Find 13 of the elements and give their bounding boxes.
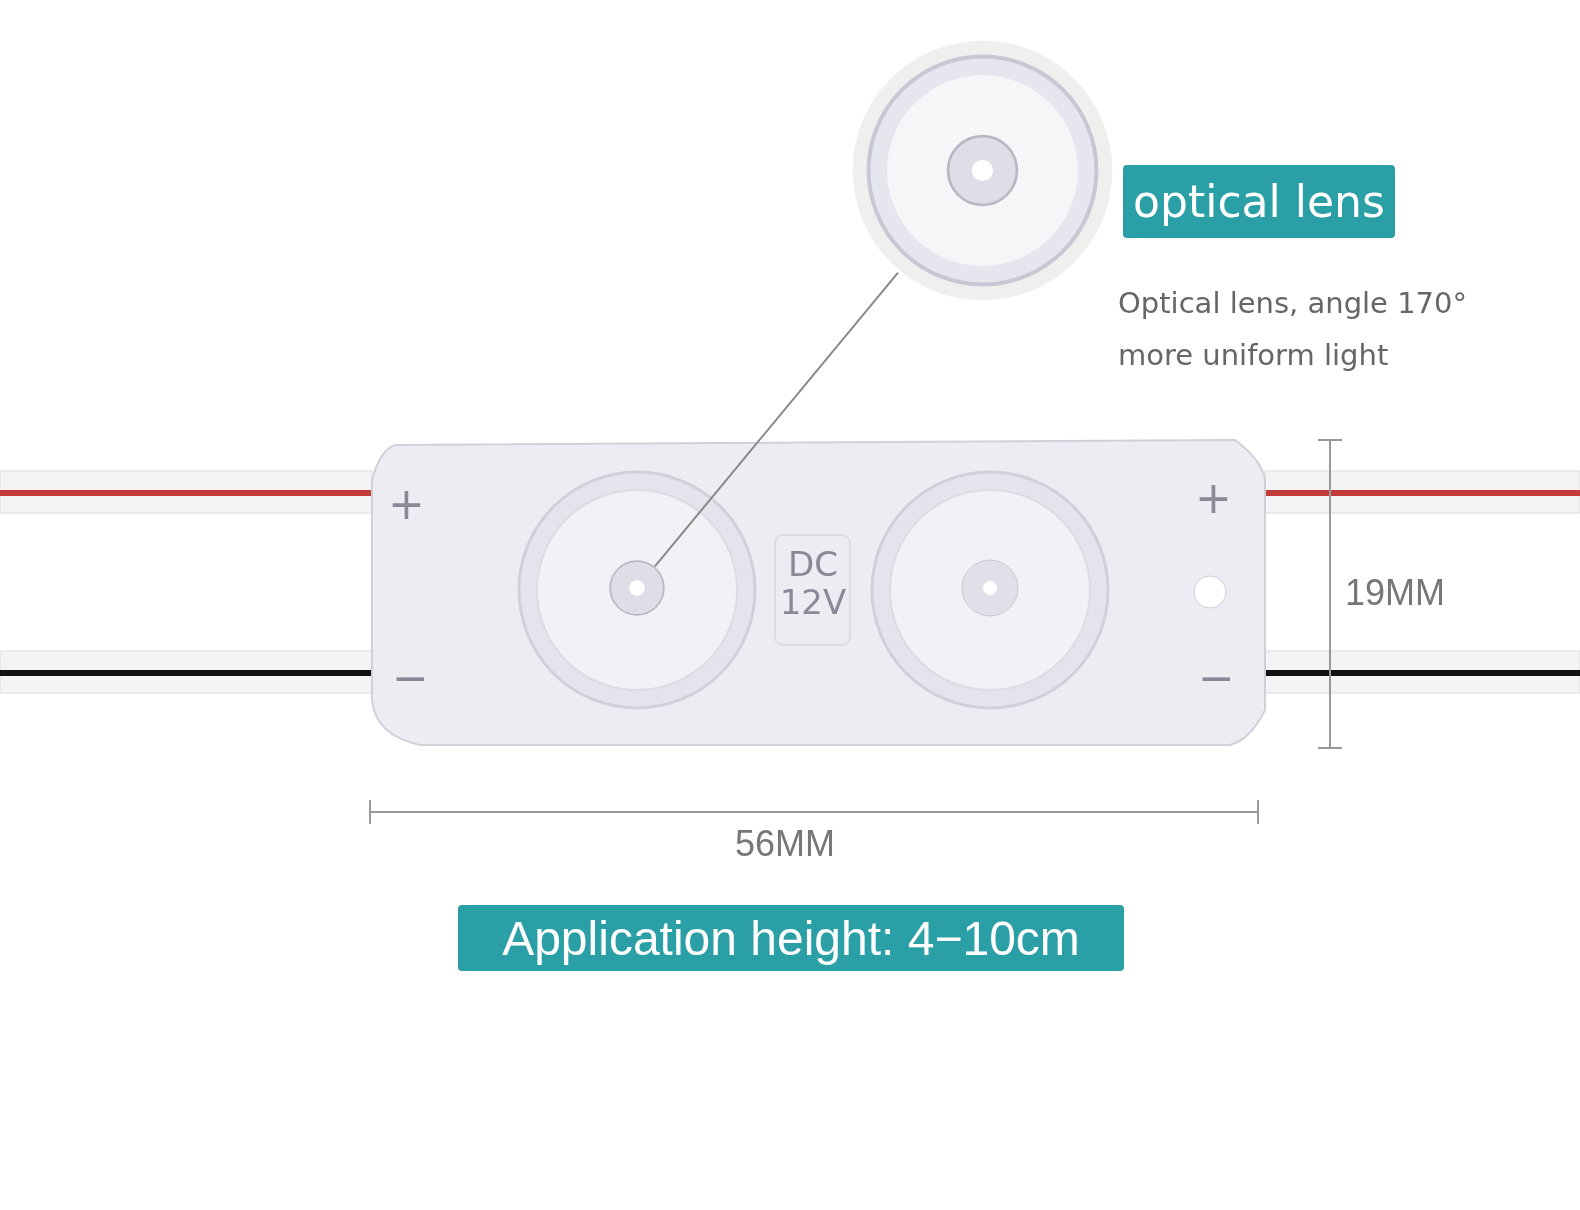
magnified-lens-picture	[850, 38, 1115, 303]
dimension-label: 19MM	[1345, 572, 1446, 614]
printed-marking: DC 12V	[778, 545, 848, 621]
polarity-sign: −	[392, 652, 429, 703]
leader-line	[653, 271, 899, 568]
polarity-sign: −	[1198, 652, 1235, 703]
dimension-label: 56MM	[735, 823, 836, 865]
description-text: Optical lens, angle 170° more uniform light	[1118, 285, 1468, 374]
polarity-sign: +	[1195, 472, 1232, 523]
led-chip-picture	[609, 560, 665, 616]
application-badge: Application height: 4−10cm	[458, 905, 1124, 971]
title-badge: optical lens	[1123, 165, 1395, 238]
polarity-sign: +	[388, 478, 425, 529]
